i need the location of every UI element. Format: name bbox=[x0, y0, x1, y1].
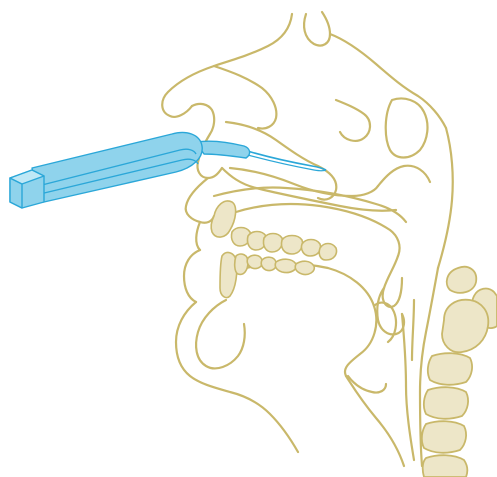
vertebra-c4 bbox=[424, 387, 468, 419]
upper-molar-3 bbox=[319, 244, 336, 261]
mouth-corner bbox=[196, 222, 200, 250]
vertebra-c3 bbox=[428, 353, 472, 385]
vertebra-c6 bbox=[423, 455, 468, 477]
upper-teeth bbox=[211, 201, 336, 260]
upper-molar-1 bbox=[281, 236, 302, 255]
pharynx-back-wall bbox=[438, 128, 453, 268]
mandible-outline bbox=[196, 300, 245, 368]
probe-wire-tip-inner bbox=[244, 154, 326, 171]
upper-molar-2 bbox=[301, 240, 320, 257]
chin-outline bbox=[176, 302, 298, 452]
probe-handle bbox=[32, 133, 202, 203]
esophagus-line bbox=[412, 300, 414, 360]
lower-molar-2 bbox=[295, 261, 314, 274]
lower-premolar-1 bbox=[247, 255, 262, 268]
throat-front bbox=[346, 376, 404, 466]
probe-wire-tip bbox=[244, 150, 326, 170]
vertebra-c1 bbox=[447, 267, 477, 293]
lower-incisor bbox=[220, 253, 237, 298]
hyoid-outline bbox=[348, 376, 386, 393]
nasal-probe bbox=[10, 133, 326, 209]
upper-premolar-2 bbox=[263, 234, 282, 253]
lower-premolar-2 bbox=[261, 257, 276, 270]
sphenoid-sinus-outline bbox=[386, 99, 428, 158]
soft-palate bbox=[383, 256, 402, 307]
frontal-sinus-outline bbox=[304, 12, 330, 46]
lower-teeth bbox=[220, 253, 314, 298]
nasopharynx-outline bbox=[378, 166, 430, 186]
head-outline-group bbox=[162, 12, 453, 466]
tongue-outline bbox=[246, 264, 376, 377]
vertebra-c2 bbox=[442, 300, 488, 353]
nasal-bridge-outline bbox=[192, 104, 214, 134]
sphenoid-outline bbox=[336, 100, 370, 141]
vertebra-c5 bbox=[422, 421, 466, 453]
probe-neck bbox=[196, 141, 250, 158]
lower-molar-1 bbox=[275, 259, 296, 272]
lower-canine bbox=[235, 254, 248, 274]
upper-lip-outline bbox=[186, 178, 214, 223]
upper-turbinate bbox=[214, 66, 276, 129]
lower-lip-outline bbox=[184, 250, 200, 302]
inferior-turbinate bbox=[230, 168, 378, 196]
